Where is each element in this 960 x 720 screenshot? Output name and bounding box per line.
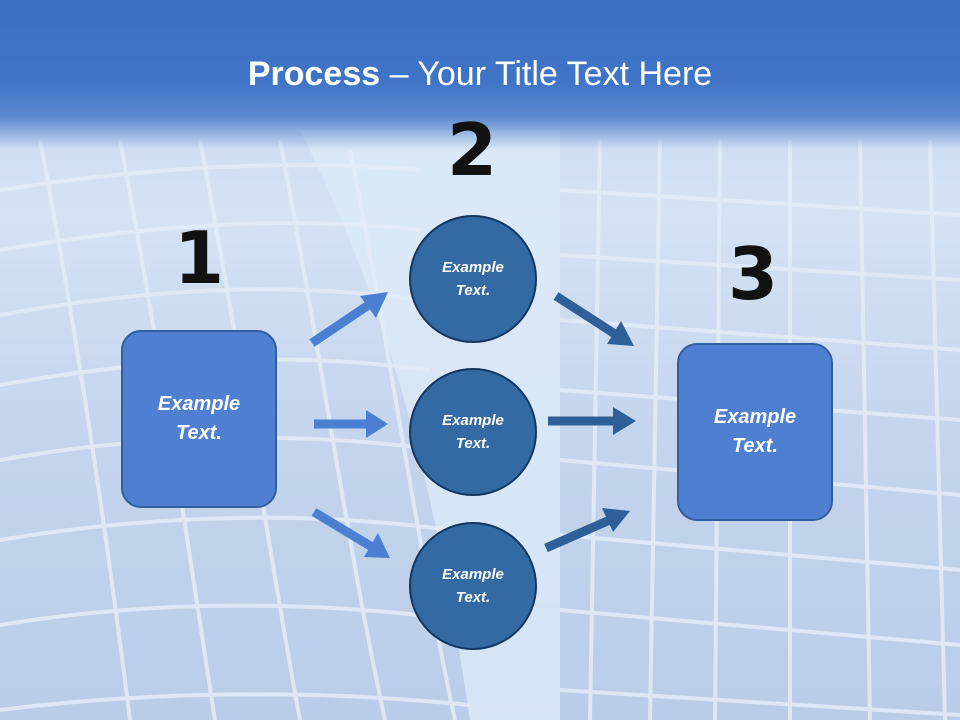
arrow-down-right-left (311, 508, 390, 558)
step-number-1: 1 (173, 216, 225, 300)
circle-middle-text: Example Text. (442, 412, 504, 452)
circle-middle: Example Text. (409, 368, 537, 496)
title-rest: – Your Title Text Here (380, 55, 713, 93)
slide-title: Process – Your Title Text Here (0, 52, 960, 96)
circle-bottom-text: Example Text. (442, 566, 504, 606)
step-1-box: Example Text. (121, 330, 277, 508)
step-1-box-text: Example Text. (157, 393, 241, 444)
circle-top: Example Text. (409, 215, 537, 343)
step-3-box: Example Text. (677, 343, 833, 521)
arrow-right-left (314, 410, 388, 438)
step-number-2: 2 (446, 108, 498, 192)
arrow-right-right (548, 407, 636, 435)
circle-top-text: Example Text. (442, 259, 504, 299)
arrow-up-right-left (309, 292, 388, 347)
circle-bottom: Example Text. (409, 522, 537, 650)
title-bold: Process (247, 55, 381, 93)
arrow-up-right-right (544, 508, 630, 553)
title-bar (0, 0, 960, 150)
step-3-box-text: Example Text. (713, 406, 797, 457)
arrow-down-right-right (553, 292, 634, 346)
step-number-3: 3 (727, 232, 779, 316)
